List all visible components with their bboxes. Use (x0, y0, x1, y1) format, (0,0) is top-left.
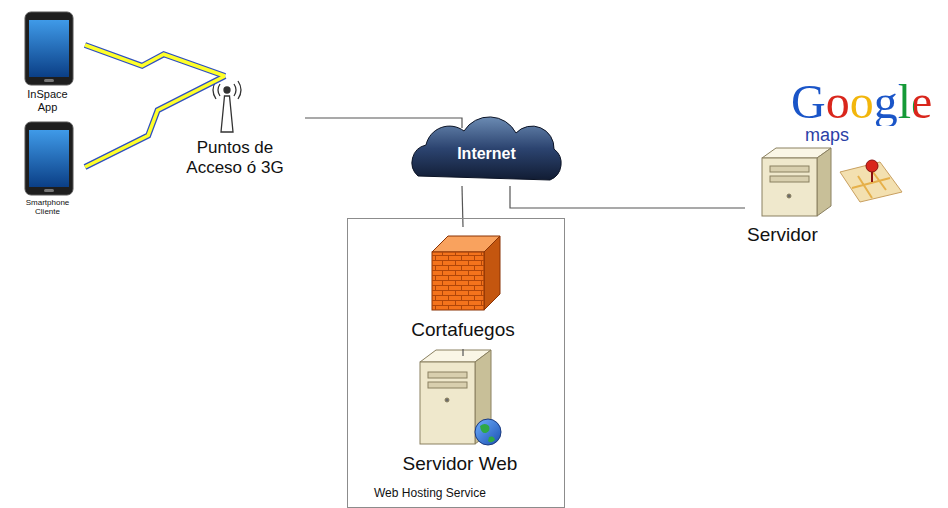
maps-server-icon-part (762, 158, 817, 216)
smartphone-icon-part (44, 79, 54, 82)
lightning-outline (85, 45, 225, 76)
firewall-node: Cortafuegos (398, 227, 528, 349)
web-server-icon (420, 350, 501, 445)
firewall-icon-part (432, 252, 484, 310)
node-label: Web Hosting Service (374, 487, 574, 501)
antenna-icon (213, 81, 241, 132)
firewall-icon-part (432, 252, 484, 310)
hosting-group: Web Hosting ServiceCortafuegosServidor W… (347, 218, 565, 508)
smartphone-icon (25, 12, 73, 85)
antenna-icon-part (221, 96, 233, 132)
web-server-icon-part (428, 372, 467, 378)
maps-server-icon-part (770, 176, 809, 182)
smartphone-icon-part (29, 20, 69, 77)
firewall-icon (432, 236, 500, 310)
phone-node: Smartphone Cliente (10, 120, 85, 222)
web-server-icon-part (480, 424, 495, 442)
map-icon-part (866, 160, 878, 172)
node-label: Internet (408, 145, 565, 163)
network-link (462, 186, 463, 227)
smartphone-icon-part (25, 12, 73, 85)
map-icon-part (852, 168, 890, 198)
access-point-node: Puntos de Acceso ó 3G (165, 76, 305, 188)
map-icon-part (871, 172, 873, 182)
node-label: Puntos de Acceso ó 3G (179, 138, 291, 177)
node-label: InSpace App (17, 88, 79, 113)
logo-text: Google (791, 78, 936, 126)
network-link (510, 186, 745, 208)
maps-server-icon-part (770, 166, 809, 172)
antenna-icon-part (213, 81, 241, 99)
maps-server-icon (762, 148, 831, 216)
node-label: Servidor (747, 224, 867, 246)
node-label: Smartphone Cliente (22, 198, 74, 216)
smartphone-icon-part (25, 122, 73, 195)
node-label: Servidor Web (395, 453, 525, 475)
wireless-link (85, 45, 225, 76)
cloud-node: Internet (408, 128, 565, 186)
smartphone-icon (25, 122, 73, 195)
smartphone-icon-part (29, 130, 69, 187)
map-icon (840, 160, 902, 202)
antenna-icon-part (224, 87, 230, 93)
maps-server-icon-part (817, 148, 831, 216)
smartphone-icon-part (44, 189, 54, 192)
web-server-icon-part (420, 362, 475, 444)
node-label: Cortafuegos (398, 319, 528, 341)
maps-server-icon-part (787, 194, 791, 198)
firewall-icon-part (484, 236, 500, 310)
maps-server-node: GooglemapsServidor (745, 78, 943, 250)
web-server-node: Servidor Web (395, 356, 525, 481)
web-server-icon-part (428, 382, 467, 388)
phone-node: InSpace App (10, 10, 85, 118)
network-link (305, 118, 462, 128)
network-link (462, 349, 463, 356)
web-server-icon-part (445, 398, 449, 402)
logo-subtext: maps (805, 126, 865, 146)
web-server-icon-part (475, 419, 501, 445)
